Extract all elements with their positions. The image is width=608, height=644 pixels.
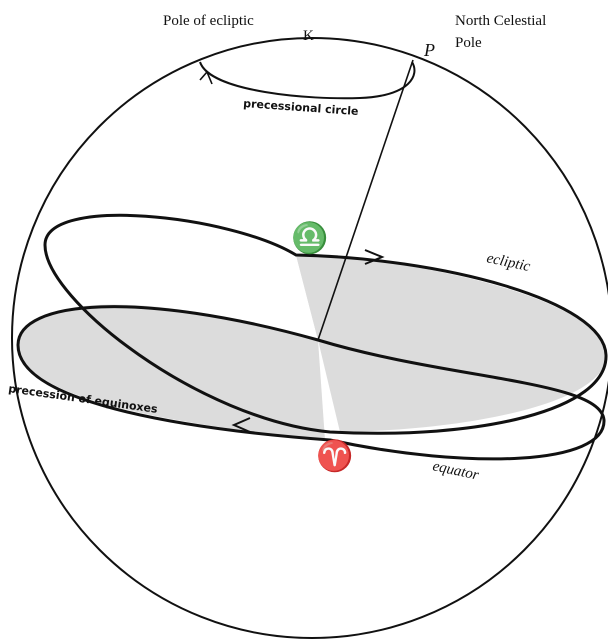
- north-celestial-label-line1: North Celestial: [455, 13, 546, 29]
- libra-symbol: ♎: [291, 220, 328, 256]
- north-celestial-label-line2: Pole: [455, 35, 482, 51]
- equator-label: equator: [431, 458, 480, 483]
- precessional-circle-arc: [200, 62, 414, 98]
- pole-of-ecliptic-label: Pole of ecliptic: [163, 13, 254, 29]
- aries-symbol: ♈: [316, 438, 353, 474]
- pole-p-label: P: [423, 40, 435, 60]
- ecliptic-label: ecliptic: [485, 250, 532, 275]
- pole-k-label: K: [303, 28, 314, 44]
- precessional-circle-label: precessional circle: [243, 97, 359, 118]
